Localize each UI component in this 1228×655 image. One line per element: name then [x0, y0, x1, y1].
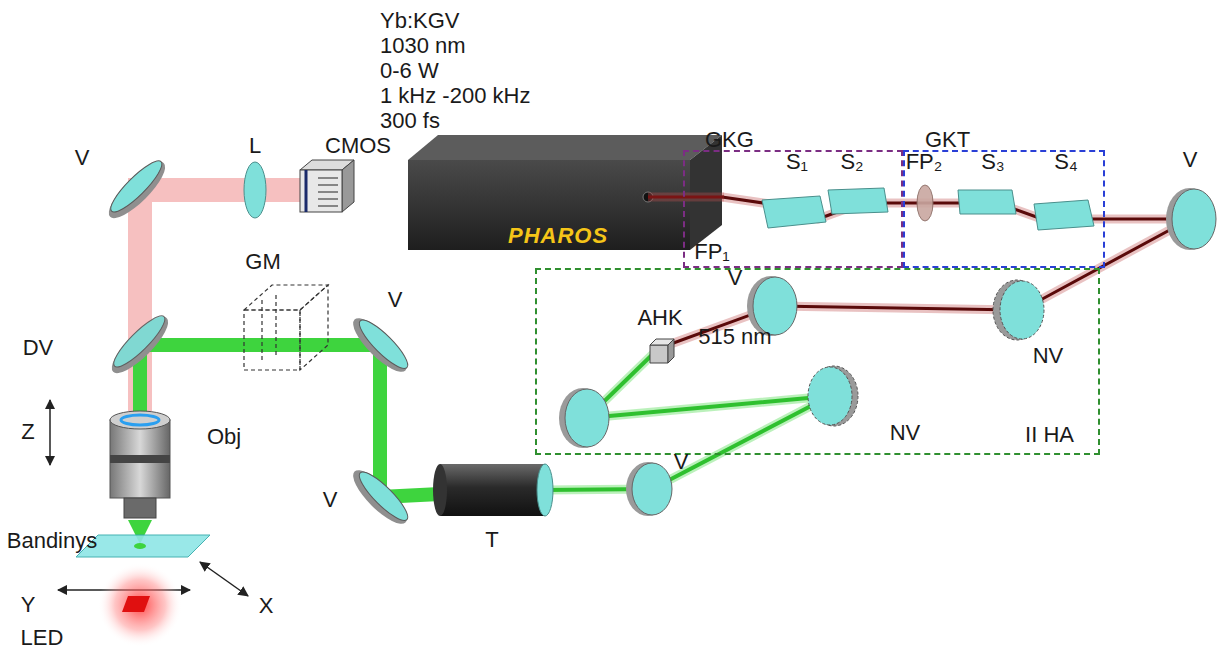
laser-beam-glow	[648, 193, 724, 202]
green-beam	[128, 345, 830, 544]
camera-side	[342, 160, 354, 212]
dichroic-mirror	[808, 366, 858, 426]
mirror	[626, 462, 672, 516]
part-label: FP₁	[694, 240, 730, 264]
part-label: GM	[245, 250, 280, 274]
part-label: LED	[21, 626, 64, 650]
led-glow	[98, 563, 182, 647]
mirror-rim	[346, 463, 414, 531]
part-label: S₂	[840, 150, 863, 174]
part-label: NV	[890, 421, 921, 445]
mirror-rim	[105, 310, 176, 381]
part-label: 515 nm	[698, 325, 771, 349]
part-label: S₄	[1054, 150, 1078, 174]
part-label: Obj	[207, 425, 241, 449]
cmos-camera	[300, 160, 354, 212]
mirror-face	[632, 463, 672, 515]
green-beam-glow	[545, 352, 830, 490]
telescope-lens	[537, 464, 553, 516]
green-beam-core	[545, 352, 830, 490]
part-label: Y	[21, 593, 36, 617]
part-label: DV	[23, 336, 54, 360]
led-chip	[122, 596, 150, 612]
mirror	[346, 463, 414, 531]
laser-head: Yb:KGV1030 nm0-6 W1 kHz -200 kHz300 fsPH…	[408, 135, 724, 252]
part-label: AHK	[637, 306, 682, 330]
part-label: NV	[1033, 344, 1064, 368]
objective	[110, 411, 170, 518]
mirror-face	[105, 155, 167, 217]
part-label: V	[323, 488, 338, 512]
mirror	[346, 311, 414, 379]
part-label: S₃	[981, 150, 1005, 174]
telescope-end	[433, 464, 447, 516]
slab	[762, 196, 826, 228]
part-label: V	[728, 266, 743, 290]
telescope-body	[440, 464, 545, 516]
spec-line: 300 fs	[380, 108, 530, 133]
part-label: S₁	[786, 150, 808, 174]
shg-crystal	[650, 339, 674, 363]
z-axis-arrow	[49, 400, 51, 465]
x-axis-arrow	[200, 562, 248, 596]
camera-fins	[318, 178, 338, 206]
objective-nose	[124, 498, 156, 518]
group-title: GKG	[705, 127, 754, 152]
part-label: CMOS	[325, 134, 391, 158]
slab	[828, 188, 888, 214]
part-label: V	[388, 288, 403, 312]
dichroic-mirror	[105, 310, 176, 381]
brand-name: PHAROS	[508, 223, 608, 248]
mirror-face	[808, 367, 852, 425]
part-label: FP₂	[906, 150, 943, 174]
camera-front	[300, 170, 342, 212]
part-label: Z	[21, 420, 34, 444]
mirror	[559, 388, 609, 448]
part-label: T	[485, 528, 498, 552]
objective-top	[110, 411, 170, 429]
mirror-face	[1000, 281, 1044, 339]
mirror-rim	[102, 155, 173, 226]
slab	[958, 190, 1016, 214]
dichroic-mirror	[993, 280, 1044, 340]
spec-line: 1030 nm	[380, 33, 530, 58]
galvo-scanner	[244, 285, 328, 370]
fp-plate	[917, 185, 933, 221]
housing-front	[408, 160, 690, 250]
spec-line: Yb:KGV	[380, 8, 530, 33]
objective-band	[110, 455, 170, 463]
group-title: GKT	[925, 127, 970, 152]
mirror-face	[108, 310, 170, 372]
objective-ring	[121, 415, 159, 425]
part-label: X	[259, 594, 274, 618]
housing-top	[408, 135, 722, 160]
part-label: V	[75, 146, 90, 170]
focal-spot	[134, 543, 146, 549]
part-label: V	[674, 450, 689, 474]
mirror-face	[354, 467, 413, 526]
mirror-face	[1172, 189, 1216, 249]
telescope	[433, 464, 553, 516]
mirror	[102, 155, 173, 226]
mirror-face	[354, 315, 413, 374]
mirror-face	[565, 389, 609, 447]
group-box: II HA	[535, 268, 1100, 455]
camera-sensor	[305, 170, 308, 212]
lens	[244, 162, 266, 218]
part-label: V	[1183, 148, 1198, 172]
slab	[1034, 200, 1094, 230]
mirror	[1166, 188, 1216, 250]
objective-body	[110, 420, 170, 498]
part-label: L	[249, 134, 261, 158]
group-title: II HA	[1025, 422, 1074, 447]
spec-line: 0-6 W	[380, 58, 530, 83]
part-label: Bandinys	[7, 529, 98, 553]
spec-line: 1 kHz -200 kHz	[380, 83, 530, 108]
laser-beam-core	[648, 196, 724, 199]
laser-specs: Yb:KGV1030 nm0-6 W1 kHz -200 kHz300 fs	[380, 8, 530, 133]
mirror-rim	[346, 311, 414, 379]
imaging-beam	[140, 190, 305, 415]
